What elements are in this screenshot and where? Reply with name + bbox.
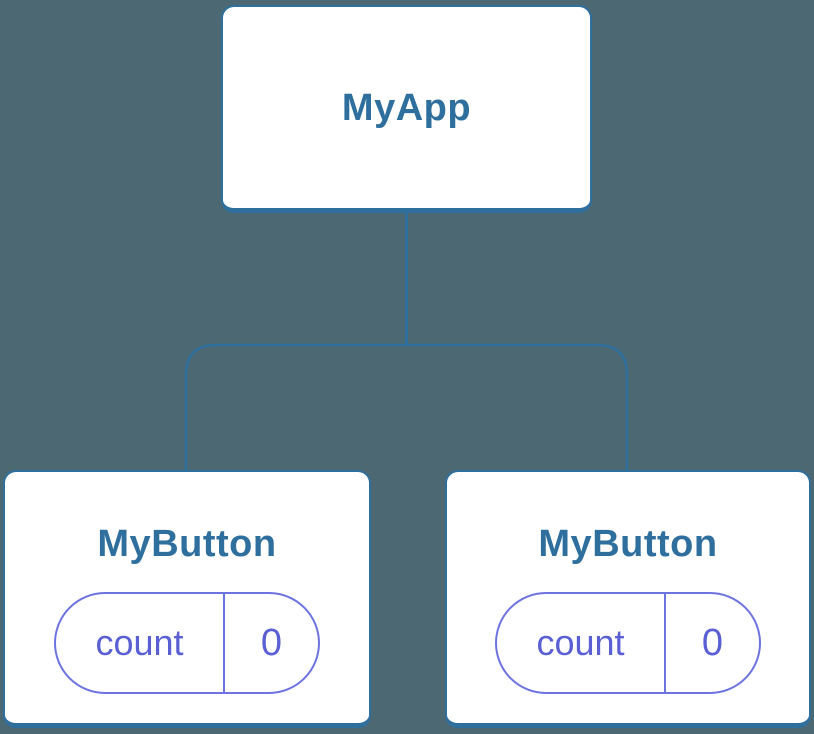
child-node-mybutton-2: MyButton count 0 [445, 470, 811, 728]
child-node-title: MyButton [97, 523, 277, 565]
child-node-title: MyButton [538, 523, 718, 565]
child-node-mybutton-1: MyButton count 0 [3, 470, 371, 728]
root-node-title: MyApp [341, 86, 472, 129]
state-pill: count 0 [495, 592, 761, 694]
state-pill: count 0 [54, 592, 320, 694]
state-value: 0 [260, 621, 283, 664]
state-key-label: count [56, 594, 225, 692]
connector-bracket [184, 343, 629, 472]
root-node-myapp: MyApp [221, 5, 592, 213]
state-key-label: count [497, 594, 666, 692]
state-value: 0 [701, 621, 724, 664]
